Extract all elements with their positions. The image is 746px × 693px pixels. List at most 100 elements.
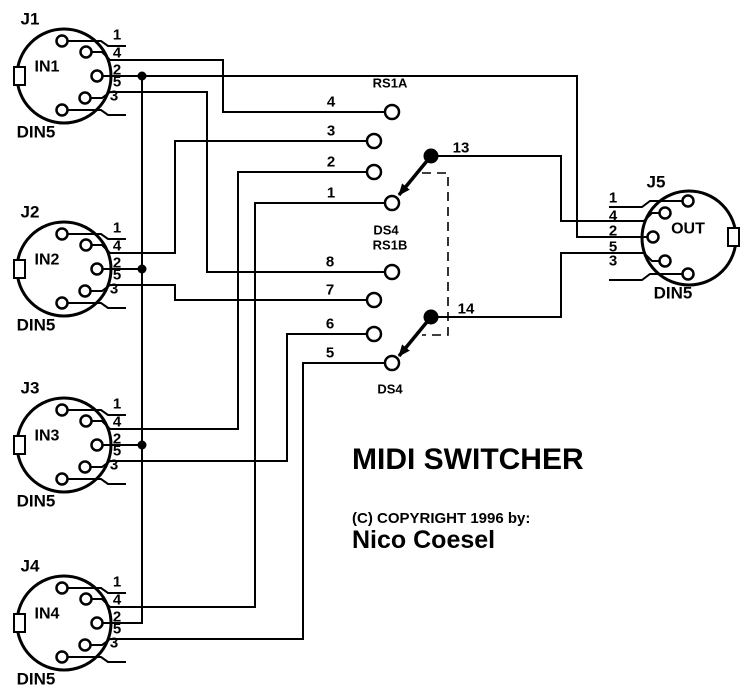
rs1a-name-label: RS1A [373,76,408,91]
j3-keyway-notch [13,435,26,455]
rs1b-contact-6 [365,325,383,343]
j3-pin-5-lead [91,460,111,468]
j1-pin-3-lead [68,109,126,116]
rs1b-contact-5 [383,354,401,372]
j3-type-label: DIN5 [17,492,56,511]
j4-pin-label-2: 2 [113,609,121,626]
j1-designator-label: J1 [21,10,40,29]
wire-ground-bus-to-j4-pin2 [105,76,143,624]
j1-pin-label-1: 1 [113,27,121,44]
j4-pin-label-1: 1 [113,574,121,591]
rs1a-contact-label-1: 1 [327,185,335,202]
j4-pin-3-lead [68,656,126,663]
junction-dot [137,264,147,274]
j2-keyway-notch [13,259,26,279]
j4-signal-label: IN4 [35,606,60,623]
j5-pin-4 [658,206,672,220]
j4-pin-label-5: 5 [113,621,121,638]
rs1b-contact-label-8: 8 [326,254,334,271]
j1-pin-4 [79,45,93,59]
j1-pin-4-lead [92,51,111,61]
rs1b-contact-7 [365,291,383,309]
wire-j4-pin5-to-rs1b-5 [110,362,385,640]
j1-pin-5-lead [91,91,111,99]
rs1a-contact-4 [383,103,401,121]
j5-pin-label-5: 5 [609,239,617,256]
rs1a-contact-1 [383,194,401,212]
j2-pin-4-lead [92,244,111,254]
j4-pin-4 [79,592,93,606]
j1-type-label: DIN5 [17,123,56,142]
rs1b-pole-label: 14 [458,301,475,318]
j3-pin-label-4: 4 [113,414,122,431]
wire-j4-pin4-to-rs1a-1 [110,202,385,608]
j2-signal-label: IN2 [35,252,60,269]
rs1b-contact-label-5: 5 [326,345,334,362]
j4-pin-label-3: 3 [110,635,118,652]
j1-pin-2 [90,69,104,83]
junction-dot [137,440,147,450]
j2-pin-1-lead [68,233,126,240]
j5-designator-label: J5 [647,173,666,192]
j1-pin-label-4: 4 [113,45,122,62]
j5-pin-4-lead [643,212,659,222]
j4-pin-5 [78,638,92,652]
j5-pin-label-3: 3 [609,253,617,270]
author-text: Nico Coesel [352,526,496,554]
rs1b-pole [423,309,439,325]
j3-designator-label: J3 [21,379,40,398]
j2-pin-label-1: 1 [113,220,121,237]
mechanical-link-dashed-line [422,172,449,336]
j2-pin-4 [79,238,93,252]
wire-j2-pin5-to-rs1b-7 [110,284,367,301]
j2-pin-label-4: 4 [113,238,122,255]
j2-pin-3-lead [68,302,126,309]
rs1b-contact-label-7: 7 [326,282,334,299]
j3-pin-1 [55,403,69,417]
j2-pin-label-3: 3 [110,281,118,298]
j4-pin-5-lead [91,638,111,646]
j5-keyway-notch [727,227,740,247]
wire-j2-pin4-to-rs1a-3 [110,140,367,254]
j1-pin-1-lead [68,40,126,47]
j5-pin-1 [681,194,695,208]
j4-pin-3 [55,650,69,664]
j2-type-label: DIN5 [17,316,56,335]
j3-pin-2 [90,438,104,452]
copyright-text: (C) COPYRIGHT 1996 by: [352,510,531,527]
wire-rs1a-pole-to-j5-pin4 [431,155,644,222]
j5-pin-1-lead [609,200,682,208]
wire-j1-pin4-to-rs1a-4 [110,59,385,113]
j3-pin-4 [79,414,93,428]
j1-signal-label: IN1 [35,59,60,76]
rs1a-pole-label: 13 [453,140,470,157]
j3-pin-5 [78,460,92,474]
rs1a-contact-label-2: 2 [327,154,335,171]
j4-keyway-notch [13,613,26,633]
j5-pin-2 [646,230,660,244]
rs1b-device-label: DS4 [377,382,403,397]
j3-pin-label-2: 2 [113,431,121,448]
rs1b-name-label: RS1B [373,238,408,253]
j5-pin-label-2: 2 [609,223,617,240]
j3-signal-label: IN3 [35,428,60,445]
j1-pin-5 [78,91,92,105]
j5-pin-label-4: 4 [609,208,618,225]
diagram-title: MIDI SWITCHER [352,443,584,476]
j3-pin-3-lead [68,478,126,485]
rs1b-contact-8 [383,263,401,281]
j4-pin-1 [55,581,69,595]
j2-pin-1 [55,227,69,241]
j5-pin-5-lead [643,252,659,262]
j2-designator-label: J2 [21,203,40,222]
j1-pin-1 [55,34,69,48]
j4-pin-4-lead [92,598,111,608]
j2-pin-2 [90,262,104,276]
j5-pin-3 [681,267,695,281]
rs1a-contact-label-3: 3 [327,123,335,140]
j5-pin-5 [658,254,672,268]
j5-signal-label: OUT [671,221,705,238]
